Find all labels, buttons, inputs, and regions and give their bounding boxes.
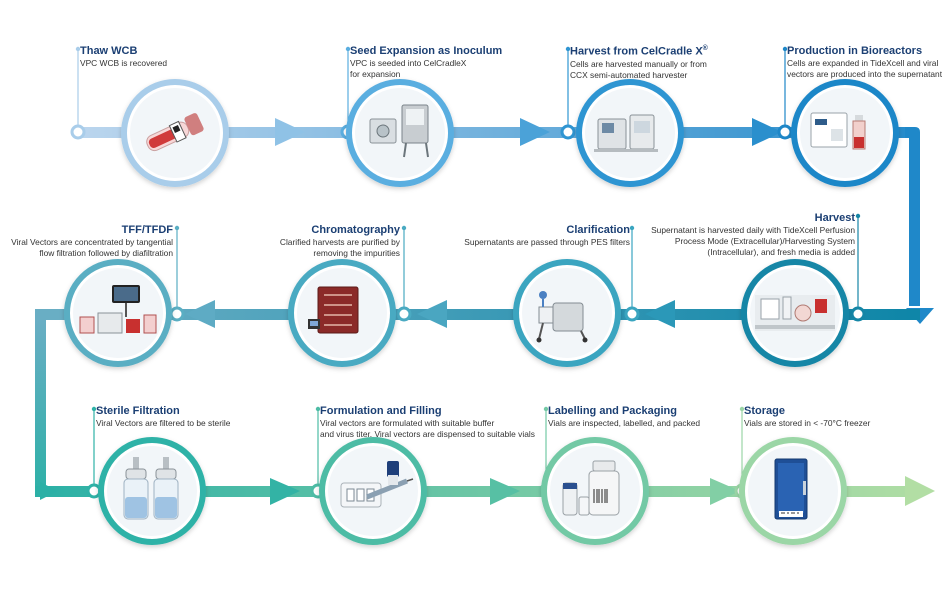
left-turn-arrowhead <box>40 482 58 500</box>
step-circle-seed <box>346 79 454 187</box>
incubator-icon <box>369 104 429 158</box>
filter-bottles-icon <box>123 457 179 520</box>
flow-node-tff <box>169 306 185 322</box>
step-description: Viral vectors are formulated with suitab… <box>320 418 535 439</box>
step-description: Vials are stored in < -70°C freezer <box>744 418 871 428</box>
step-description: Vials are inspected, labelled, and packe… <box>548 418 701 428</box>
step-title: Sterile Filtration <box>96 405 180 417</box>
leader-dot-sterile <box>91 406 97 412</box>
leader-dot-formulation <box>315 406 321 412</box>
step-title: Harvest <box>814 212 855 224</box>
tff-system-icon <box>79 285 157 334</box>
step-description: Supernatant is harvested daily with Tide… <box>651 225 855 257</box>
leader-dot-thaw <box>75 46 81 52</box>
packaged-vials-icon <box>562 460 620 516</box>
leader-dot-labelling <box>543 406 549 412</box>
right-turn-connector <box>905 127 920 306</box>
step-title: Thaw WCB <box>80 45 138 57</box>
step-circle-harvest-celcradle <box>576 79 684 187</box>
step-circle-sterile <box>98 437 206 545</box>
leader-dot-seed <box>345 46 351 52</box>
step-label-harvest-celcradle: Harvest from CelCradle X®Cells are harve… <box>570 45 708 81</box>
leader-dot-storage <box>739 406 745 412</box>
step-title: Formulation and Filling <box>320 405 442 417</box>
filter-cart-icon <box>536 291 588 343</box>
step-description: Supernatants are passed through PES filt… <box>464 237 630 247</box>
step-title: Labelling and Packaging <box>548 405 677 417</box>
step-icons <box>79 104 866 520</box>
step-title: Chromatography <box>311 224 400 236</box>
flow-node-production <box>777 124 793 140</box>
step-title: Clarification <box>566 224 630 236</box>
chromatography-icon <box>308 286 359 334</box>
freezer-icon <box>774 458 808 520</box>
cryovial-icon <box>146 113 204 152</box>
leader-dot-production <box>782 46 788 52</box>
row1-chevrons <box>275 118 782 146</box>
leader-dot-tff <box>174 225 180 231</box>
step-description: VPC WCB is recovered <box>80 58 168 68</box>
leader-dot-chromatography <box>401 225 407 231</box>
left-turn-connector <box>35 309 46 494</box>
step-title: Harvest from CelCradle X® <box>570 45 708 58</box>
step-title: Storage <box>744 405 785 417</box>
harvester-icon <box>594 114 658 152</box>
step-description: Viral Vectors are filtered to be sterile <box>96 418 231 428</box>
perfusion-system-icon <box>755 295 835 331</box>
row3-chevrons <box>270 476 935 506</box>
flow-node-clarification <box>624 306 640 322</box>
row2-chevrons <box>185 300 675 328</box>
flow-node-chromatography <box>396 306 412 322</box>
leader-dot-harvest-celcradle <box>565 46 571 52</box>
flow-node-harvest-celcradle <box>560 124 576 140</box>
row3-band <box>35 486 915 497</box>
flow-node-thaw <box>70 124 86 140</box>
syringe-vials-icon <box>340 461 414 508</box>
row1-band <box>78 127 908 138</box>
flow-node-harvest <box>850 306 866 322</box>
step-title: Production in Bioreactors <box>787 45 923 57</box>
leader-dot-harvest <box>855 213 861 219</box>
step-title: TFF/TFDF <box>121 224 173 236</box>
row2-band <box>40 309 920 320</box>
bioreactor-icon <box>810 112 866 150</box>
leader-dot-clarification <box>629 225 635 231</box>
step-description: Viral Vectors are concentrated by tangen… <box>11 237 173 258</box>
step-title: Seed Expansion as Inoculum <box>350 45 503 57</box>
step-description: Cells are expanded in TideXcell and vira… <box>787 58 943 79</box>
